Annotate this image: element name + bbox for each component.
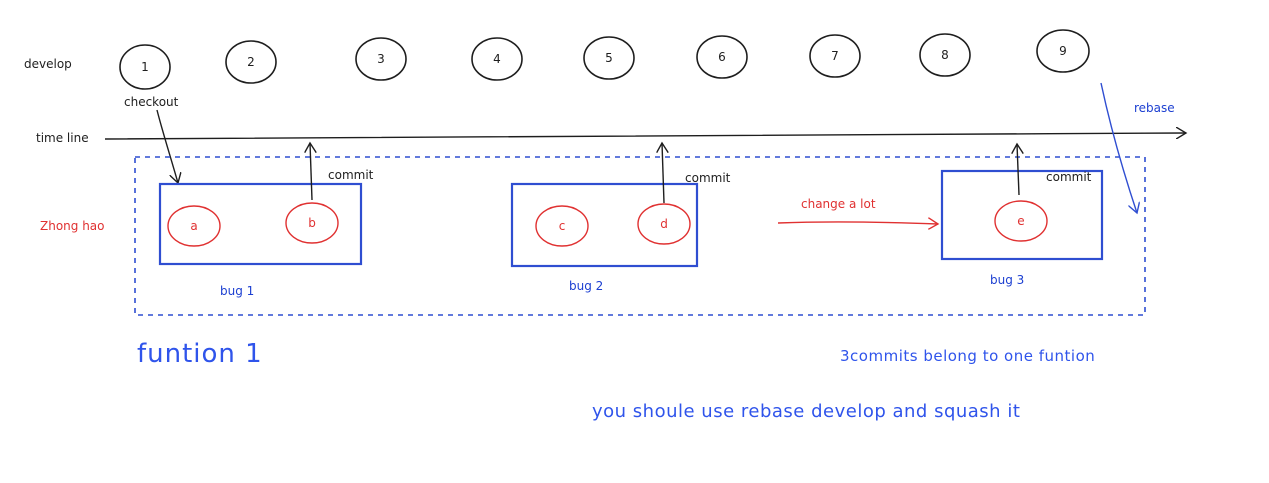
develop-commit-4: 4 — [471, 37, 523, 81]
bug-1-group: a b commit bug 1 — [158, 143, 374, 298]
develop-commit-label: 1 — [141, 60, 149, 74]
bug-2-box — [510, 182, 699, 268]
commit-label-1: commit — [328, 168, 374, 182]
develop-label: develop — [24, 57, 72, 71]
timeline-arrow — [104, 133, 1186, 140]
commit-a — [167, 205, 221, 247]
author-label: Zhong hao — [40, 219, 105, 233]
function-label: funtion 1 — [137, 339, 263, 369]
commit-e — [994, 200, 1048, 242]
develop-commit-label: 4 — [493, 52, 501, 66]
bug-3-label: bug 3 — [990, 273, 1024, 287]
commit-arrow-2 — [662, 143, 664, 204]
change-label: change a lot — [801, 197, 876, 211]
develop-commit-label: 9 — [1059, 44, 1067, 58]
develop-commit-label: 8 — [941, 48, 949, 62]
commit-label-3: commit — [1046, 170, 1092, 184]
commit-label: c — [559, 219, 566, 233]
commit-b — [285, 202, 339, 244]
develop-commit-9: 9 — [1036, 29, 1090, 73]
commit-arrow-1 — [310, 143, 312, 201]
develop-commit-label: 6 — [718, 50, 726, 64]
commit-c — [535, 205, 589, 247]
bug-2-label: bug 2 — [569, 279, 603, 293]
bug-3-box — [940, 169, 1104, 261]
commit-arrow-3 — [1017, 144, 1019, 196]
change-arrow — [777, 222, 938, 224]
develop-commit-2: 2 — [225, 40, 277, 84]
commit-label-2: commit — [685, 171, 731, 185]
function-boundary — [134, 156, 1146, 316]
develop-commit-label: 7 — [831, 49, 839, 63]
develop-commit-1: 1 — [119, 44, 171, 90]
bug-1-label: bug 1 — [220, 284, 254, 298]
commit-d — [637, 203, 691, 245]
develop-commit-label: 5 — [605, 51, 613, 65]
develop-commit-label: 3 — [377, 52, 385, 66]
note-rebase: you shoule use rebase develop and squash… — [592, 401, 1020, 422]
develop-commit-6: 6 — [696, 35, 748, 79]
develop-commit-7: 7 — [809, 34, 861, 78]
develop-commit-8: 8 — [919, 33, 971, 77]
rebase-arrow — [1100, 82, 1137, 213]
bug-1-box — [158, 182, 363, 266]
bug-2-group: c d commit bug 2 — [510, 143, 731, 293]
commit-label: d — [660, 217, 668, 231]
rebase-label: rebase — [1134, 101, 1175, 115]
commit-label: e — [1017, 214, 1024, 228]
develop-commit-5: 5 — [583, 36, 635, 80]
commit-label: b — [308, 216, 316, 230]
develop-commit-label: 2 — [247, 55, 255, 69]
timeline-label: time line — [36, 131, 89, 145]
checkout-arrow — [156, 109, 178, 183]
develop-commit-3: 3 — [355, 37, 407, 81]
bug-3-group: e commit bug 3 — [940, 144, 1104, 287]
commit-label: a — [190, 219, 197, 233]
checkout-label: checkout — [124, 95, 179, 109]
note-commits: 3commits belong to one funtion — [840, 347, 1095, 365]
